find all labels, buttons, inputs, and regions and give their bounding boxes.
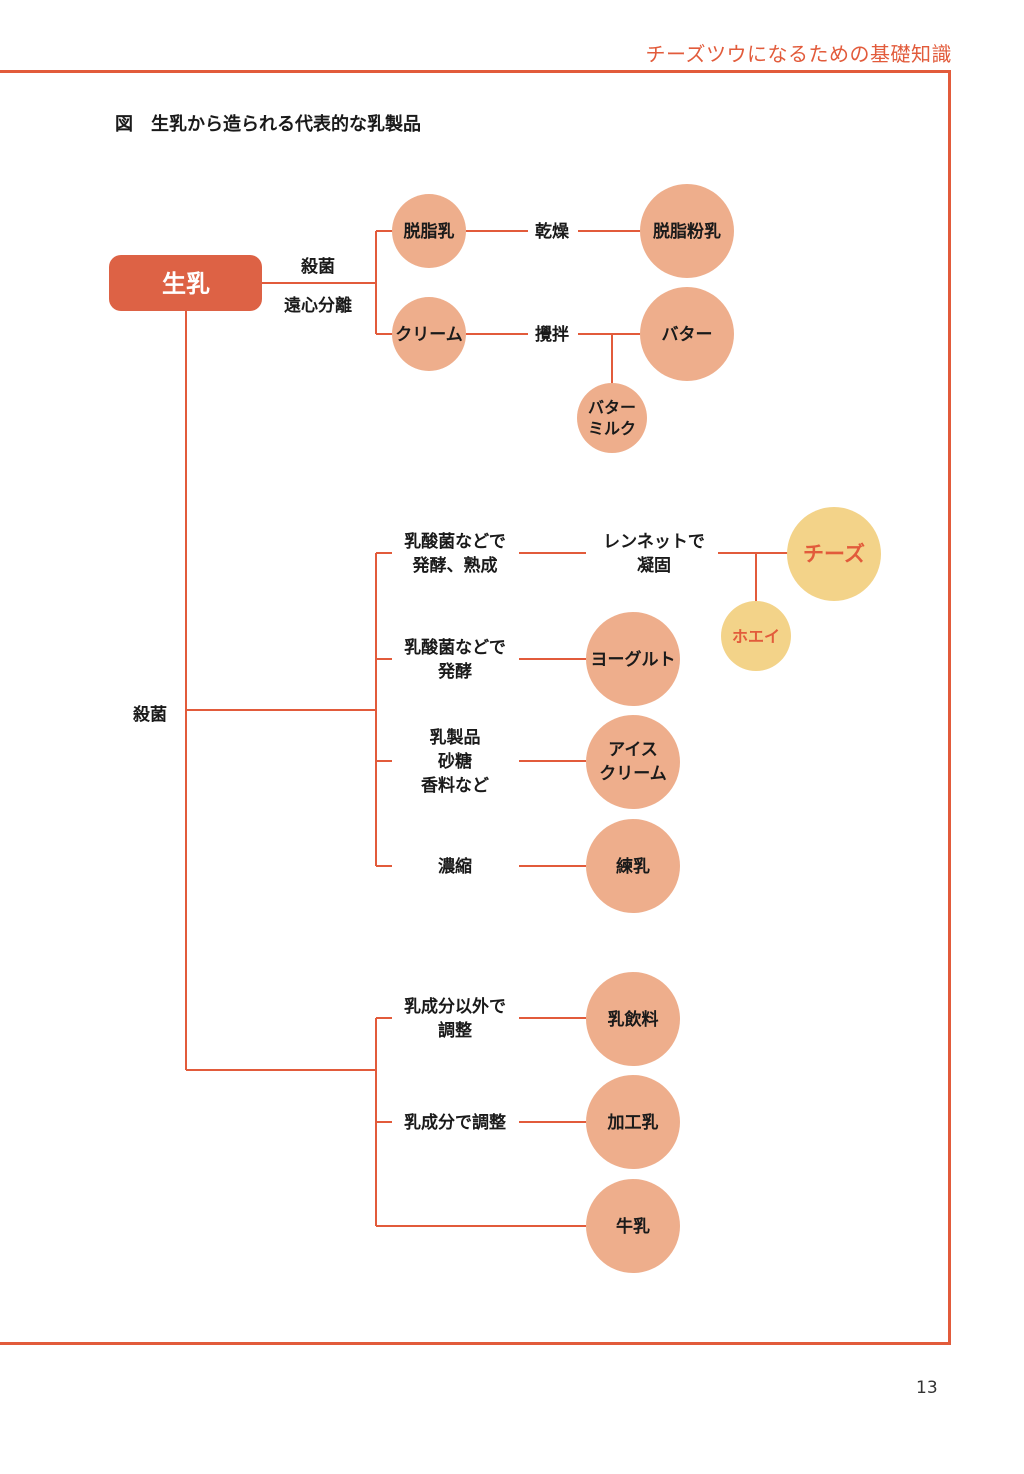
node-cheese: チーズ [787,507,881,601]
node-skim-milk-powder: 脱脂粉乳 [640,184,734,278]
label-ice-ingredients-line3: 香料など [421,775,489,796]
node-cream: クリーム [392,297,466,371]
node-yogurt: ヨーグルト [586,612,680,706]
svg-text:練乳: 練乳 [616,856,650,877]
figure-title: 図 生乳から造られる代表的な乳製品 [115,114,421,135]
label-rennet-line2: 凝固 [637,556,671,576]
node-processed-milk: 加工乳 [586,1075,680,1169]
node-buttermilk: バター ミルク [577,383,647,453]
svg-text:クリーム: クリーム [599,764,667,784]
content-frame [0,70,951,1345]
root-node-raw-milk: 生乳 [109,255,262,311]
svg-text:チーズ: チーズ [803,542,865,566]
svg-text:バター: バター [662,325,713,345]
svg-text:ヨーグルト: ヨーグルト [591,649,676,670]
node-milk: 牛乳 [586,1179,680,1273]
svg-text:ミルク: ミルク [588,419,636,438]
svg-text:アイス: アイス [608,740,658,760]
connector-lines [185,230,790,1227]
label-adjust-other-line2: 調整 [438,1020,472,1041]
node-condensed-milk: 練乳 [586,819,680,913]
node-butter: バター [640,287,734,381]
label-ferment-line1: 乳酸菌などで [404,637,506,658]
svg-text:加工乳: 加工乳 [607,1112,659,1133]
label-concentrate: 濃縮 [438,856,472,877]
label-rennet-line1: レンネットで [603,532,705,552]
label-sterilize-main: 殺菌 [132,704,167,725]
label-ferment-ripen-line2: 発酵、熟成 [412,555,498,576]
svg-text:牛乳: 牛乳 [616,1216,650,1237]
label-ferment-ripen-line1: 乳酸菌などで [404,531,506,552]
page-number: 13 [916,1378,938,1398]
root-label: 生乳 [162,270,210,298]
node-ice-cream: アイス クリーム [586,715,680,809]
node-whey: ホエイ [721,601,791,671]
label-centrifuge: 遠心分離 [284,295,352,316]
label-adjust-milk: 乳成分で調整 [404,1112,506,1133]
svg-text:脱脂粉乳: 脱脂粉乳 [653,221,721,242]
label-ice-ingredients-line2: 砂糖 [438,751,472,772]
svg-text:乳飲料: 乳飲料 [608,1009,659,1030]
node-skim-milk: 脱脂乳 [392,194,466,268]
label-drying: 乾燥 [535,221,570,242]
label-ferment-line2: 発酵 [437,661,472,682]
label-sterilize-top: 殺菌 [300,256,335,277]
svg-text:バター: バター [588,398,636,417]
label-churning: 攪拌 [535,324,569,345]
label-ice-ingredients-line1: 乳製品 [430,727,481,748]
header-title: チーズツウになるための基礎知識 [645,42,952,66]
svg-text:脱脂乳: 脱脂乳 [404,221,455,242]
svg-text:ホエイ: ホエイ [732,627,780,646]
node-milk-drink: 乳飲料 [586,972,680,1066]
svg-text:クリーム: クリーム [395,325,463,345]
label-adjust-other-line1: 乳成分以外で [404,996,506,1017]
